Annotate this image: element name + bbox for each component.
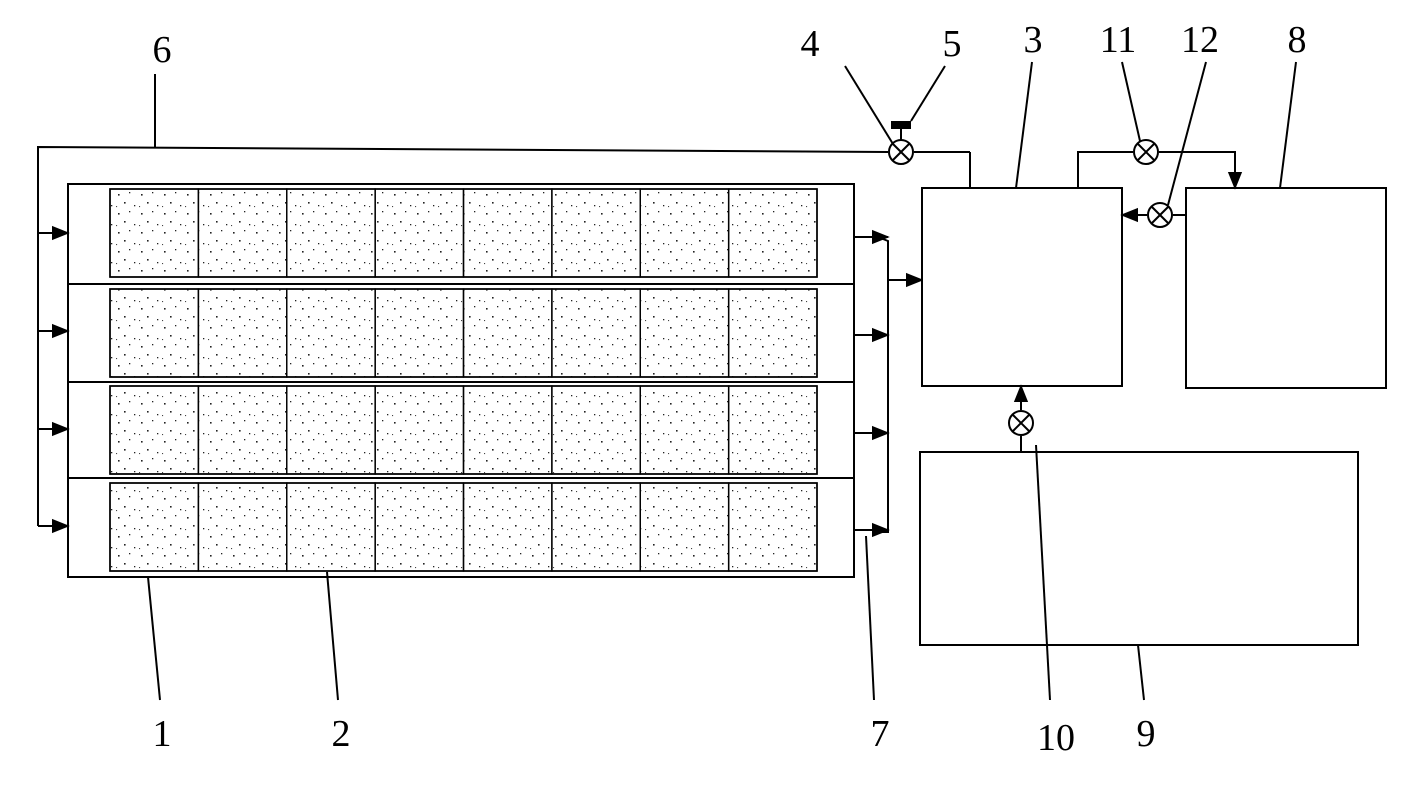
panel-cell <box>727 482 818 572</box>
panel-cell <box>374 385 465 475</box>
valve-11-icon <box>1133 139 1159 165</box>
panel-cell <box>551 482 642 572</box>
label-11: 11 <box>1100 19 1137 61</box>
valve-10-icon <box>1008 410 1034 436</box>
panel-cell <box>286 385 376 475</box>
panel-cell <box>727 385 818 475</box>
panel-cell <box>197 385 288 475</box>
panel-cell <box>374 482 465 572</box>
supply-pipe-6 <box>37 145 971 526</box>
unit-9 <box>919 451 1359 646</box>
valve-12-icon <box>1147 202 1173 228</box>
panel-cell <box>639 482 730 572</box>
leader-lines <box>147 61 1297 701</box>
panel-cell-rows <box>109 188 818 572</box>
label-4: 4 <box>801 23 820 65</box>
panel-cell <box>551 188 642 278</box>
label-6: 6 <box>153 29 172 71</box>
panel-cell <box>639 385 730 475</box>
panel-cell <box>551 385 642 475</box>
panel-cell <box>462 385 553 475</box>
left-inlet-arrows <box>38 225 70 534</box>
panel-cell <box>286 288 376 378</box>
panel-cell <box>374 188 465 278</box>
panel-cell <box>109 288 200 378</box>
outlet-manifold-7 <box>854 229 924 538</box>
panel-cell <box>639 188 730 278</box>
label-5: 5 <box>943 23 962 65</box>
actuator-5-icon <box>891 121 911 140</box>
label-10: 10 <box>1037 717 1075 759</box>
panel-cell <box>109 482 200 572</box>
label-2: 2 <box>332 713 351 755</box>
panel-cell <box>374 288 465 378</box>
panel-cell <box>109 385 200 475</box>
panel-cell <box>639 288 730 378</box>
panel-cell <box>727 288 818 378</box>
tank-8 <box>1185 187 1387 389</box>
panel-cell <box>462 188 553 278</box>
return-line-11 <box>1077 151 1243 190</box>
panel-cell <box>727 188 818 278</box>
label-1: 1 <box>153 713 172 755</box>
label-12: 12 <box>1181 19 1219 61</box>
label-8: 8 <box>1288 19 1307 61</box>
panel-cell <box>197 482 288 572</box>
panel-cell <box>286 482 376 572</box>
panel-cell <box>286 188 376 278</box>
panel-cell <box>551 288 642 378</box>
panel-cell <box>462 482 553 572</box>
panel-cell <box>197 288 288 378</box>
panel-cell <box>109 188 200 278</box>
label-9: 9 <box>1137 713 1156 755</box>
panel-cell <box>462 288 553 378</box>
tank-3 <box>921 187 1123 387</box>
label-7: 7 <box>871 713 890 755</box>
panel-cell <box>197 188 288 278</box>
valve-4-icon <box>888 139 914 165</box>
label-3: 3 <box>1024 19 1043 61</box>
